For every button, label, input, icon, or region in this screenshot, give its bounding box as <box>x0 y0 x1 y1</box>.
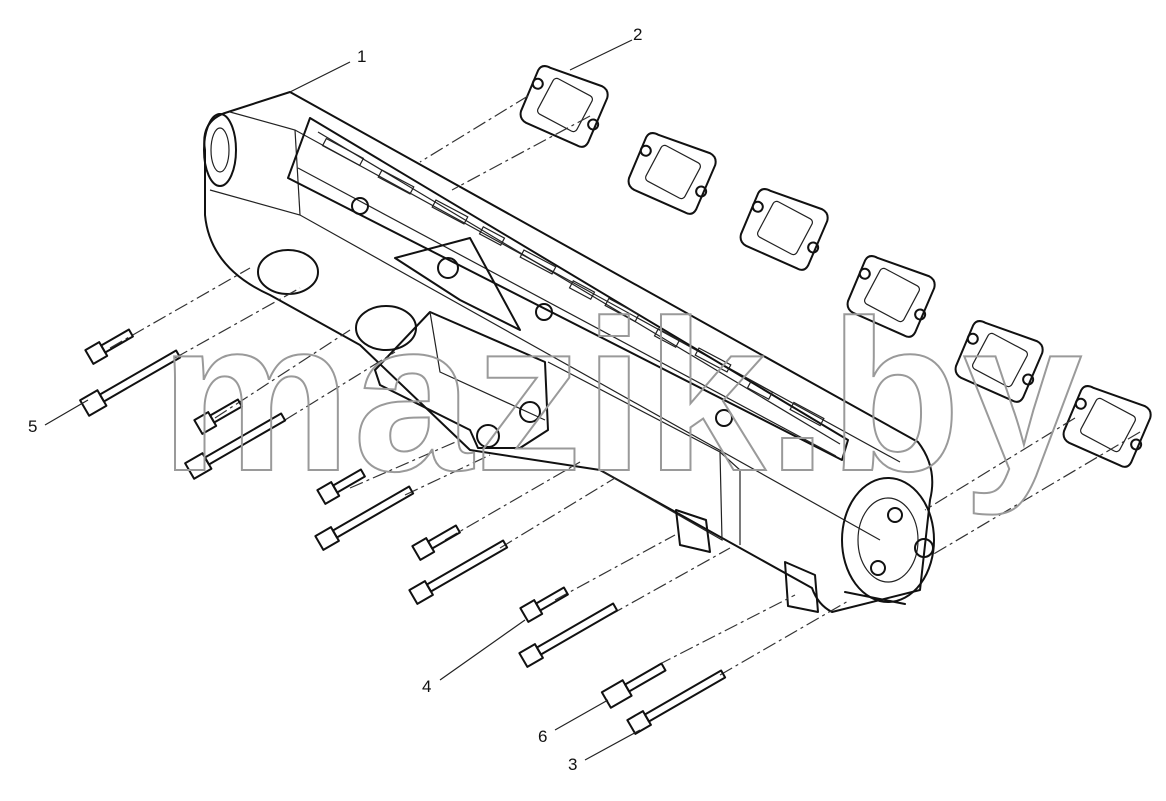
gasket <box>627 132 717 215</box>
gasket <box>519 65 609 148</box>
bolt-short <box>193 398 243 435</box>
bolt-long <box>79 349 182 417</box>
bolt-set <box>79 328 727 735</box>
bolt-long <box>626 669 727 735</box>
bolt-long <box>184 412 287 480</box>
callout-1: 1 <box>357 47 366 66</box>
callout-5: 5 <box>28 417 37 436</box>
exhaust-manifold <box>203 91 935 613</box>
callout-3: 3 <box>568 755 577 774</box>
assembly-lines <box>109 95 1141 676</box>
gasket <box>846 255 936 338</box>
gasket <box>954 320 1044 403</box>
bolt-short <box>411 524 461 561</box>
bolt-short <box>84 328 134 365</box>
bolt-long <box>314 485 415 551</box>
bolt-short <box>316 468 366 505</box>
callout-4: 4 <box>422 677 431 696</box>
bolt-long <box>408 539 509 605</box>
watermark: mazik.by <box>160 275 1084 516</box>
bolt-long <box>518 602 619 668</box>
gasket <box>1062 385 1152 468</box>
gasket-set <box>519 65 1152 468</box>
callout-6: 6 <box>538 727 547 746</box>
callout-2: 2 <box>633 25 642 44</box>
bolt-short <box>519 586 569 623</box>
gasket <box>739 188 829 271</box>
callouts: 1 2 3 4 5 6 <box>28 25 642 774</box>
stud <box>600 662 667 709</box>
